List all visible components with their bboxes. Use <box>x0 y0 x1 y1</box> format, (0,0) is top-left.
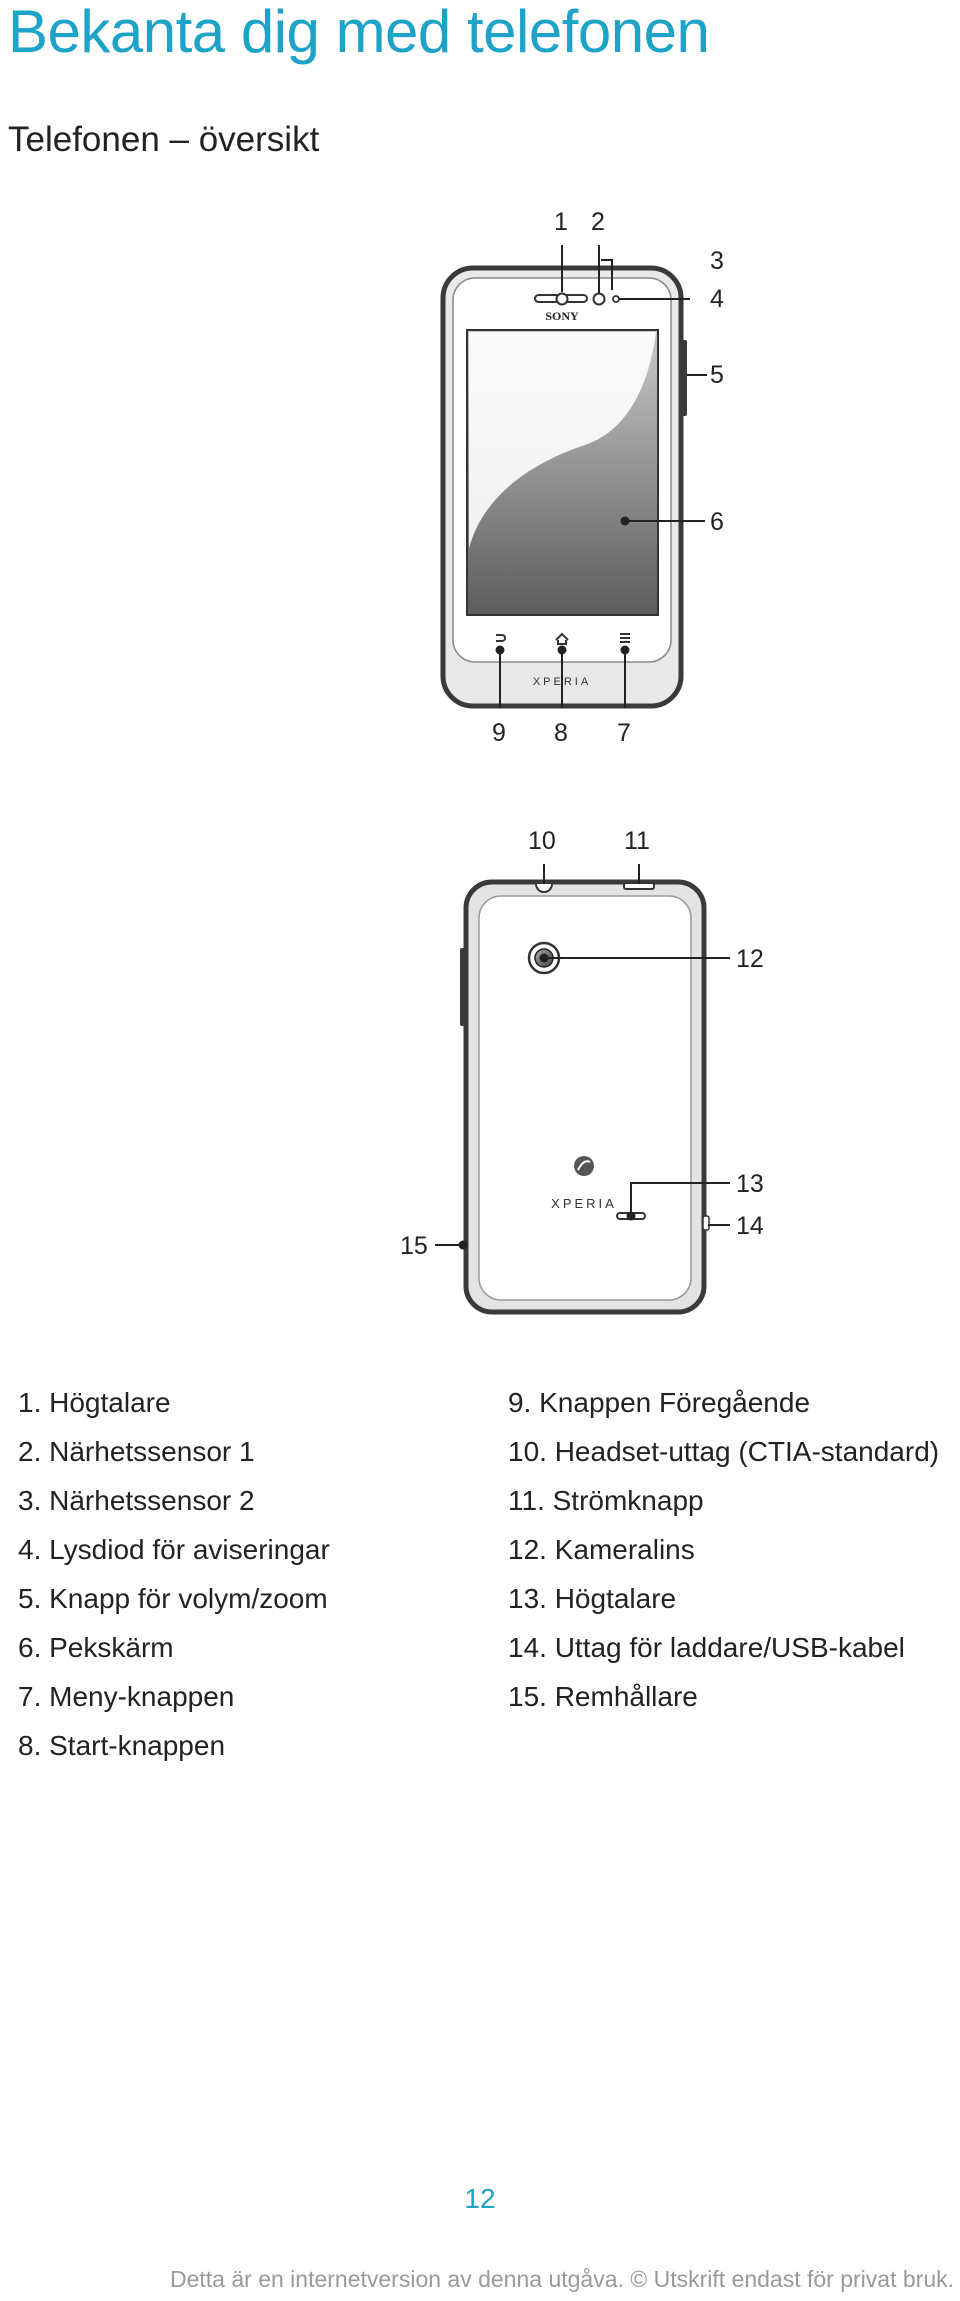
sony-logo: SONY <box>545 309 579 323</box>
legend-item: 6. Pekskärm <box>18 1632 174 1663</box>
xperia-logo-front: XPERIA <box>533 676 591 688</box>
callout-8: 8 <box>554 719 568 747</box>
callout-3: 3 <box>710 247 724 275</box>
callout-15: 15 <box>400 1232 428 1260</box>
footer-notice: Detta är en internetversion av denna utg… <box>169 2266 954 2292</box>
screen-wallpaper-curve <box>469 332 656 610</box>
legend-item: 9. Knappen Föregående <box>508 1387 811 1418</box>
legend-item: 2. Närhetssensor 1 <box>18 1436 255 1467</box>
page-title: Bekanta dig med telefonen <box>8 0 710 65</box>
section-subtitle: Telefonen – översikt <box>8 120 320 159</box>
callout-9: 9 <box>492 719 506 747</box>
legend-item: 15. Remhållare <box>508 1681 698 1712</box>
callout-13: 13 <box>736 1170 764 1198</box>
legend-item: 13. Högtalare <box>508 1583 677 1614</box>
legend-item: 3. Närhetssensor 2 <box>18 1485 255 1516</box>
legend-item: 7. Meny-knappen <box>18 1681 235 1712</box>
callout-4: 4 <box>710 285 724 313</box>
back-key-icon <box>496 634 506 642</box>
callout-12: 12 <box>736 945 764 973</box>
phone-back-cover <box>478 895 692 1301</box>
legend-item: 5. Knapp för volym/zoom <box>18 1583 328 1614</box>
menu-key-icon <box>620 633 630 643</box>
callout-10: 10 <box>528 827 556 855</box>
callout-5: 5 <box>710 361 724 389</box>
proximity-sensor-1 <box>555 292 569 306</box>
legend-item: 4. Lysdiod för aviseringar <box>18 1534 330 1565</box>
logo-swirl <box>577 1160 591 1171</box>
legend-item: 1. Högtalare <box>18 1387 171 1418</box>
usb-port <box>702 1215 710 1231</box>
phone-overview-figure: SONY XPERIA 1 2 <box>400 208 764 1315</box>
page-number: 12 <box>464 2183 496 2214</box>
legend-list-right: 9. Knappen Föregående 10. Headset-uttag … <box>508 1378 939 1721</box>
xperia-logo-back: XPERIA <box>551 1196 617 1211</box>
proximity-sensor-2 <box>592 292 606 306</box>
callout-11: 11 <box>624 827 650 855</box>
phone-back-view: XPERIA 10 11 12 13 14 15 <box>400 827 764 1315</box>
volume-zoom-key <box>681 340 687 416</box>
callout-1: 1 <box>554 208 568 236</box>
legend-item: 10. Headset-uttag (CTIA-standard) <box>508 1436 940 1467</box>
phone-front-view: SONY XPERIA 1 2 <box>440 208 724 747</box>
notification-led <box>612 295 620 303</box>
callout-6: 6 <box>710 508 724 536</box>
legend-item: 14. Uttag för laddare/USB-kabel <box>508 1632 905 1663</box>
sony-ericsson-logo <box>574 1156 594 1176</box>
legend-item: 11. Strömknapp <box>508 1485 704 1516</box>
callout-14: 14 <box>736 1212 764 1240</box>
headset-jack <box>535 883 553 893</box>
legend-item: 12. Kameralins <box>508 1534 695 1565</box>
callout-2: 2 <box>591 208 605 236</box>
legend-list-left: 1. Högtalare 2. Närhetssensor 1 3. Närhe… <box>18 1378 330 1770</box>
home-key-icon <box>555 632 569 645</box>
legend-item: 8. Start-knappen <box>18 1730 226 1761</box>
callout-7: 7 <box>617 719 631 747</box>
back-side-key <box>460 948 466 1026</box>
